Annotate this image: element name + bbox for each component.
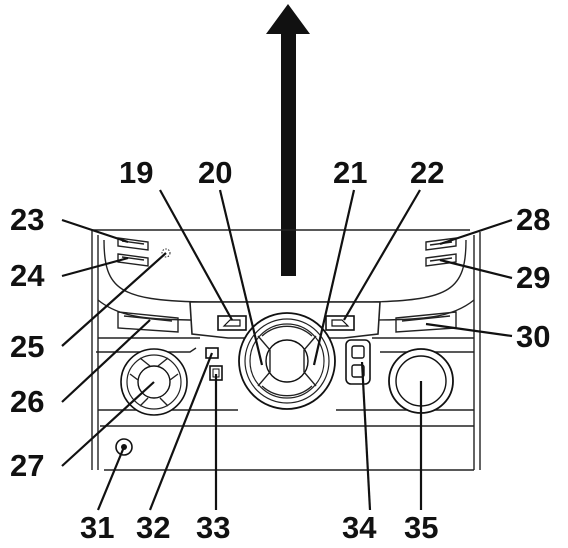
callout-21: 21 [333, 155, 367, 190]
callout-20: 20 [198, 155, 232, 190]
callout-30: 30 [516, 319, 550, 354]
vent-left [117, 311, 179, 333]
center-knob[interactable] [238, 312, 336, 410]
callout-34: 34 [342, 510, 377, 545]
callout-23: 23 [10, 202, 44, 237]
callout-35: 35 [404, 510, 438, 545]
button-22[interactable] [325, 315, 355, 331]
callout-labels: 19 20 21 22 23 24 25 26 27 28 29 30 31 3… [10, 155, 550, 545]
callout-27: 27 [10, 448, 44, 483]
callout-26: 26 [10, 384, 44, 419]
button-pair-right[interactable] [345, 339, 371, 385]
callout-28: 28 [516, 202, 550, 237]
button-small-bottom[interactable] [209, 365, 223, 381]
callout-19: 19 [119, 155, 153, 190]
button-19[interactable] [217, 315, 247, 331]
callout-24: 24 [10, 258, 45, 293]
vent-right [395, 311, 457, 333]
callout-33: 33 [196, 510, 230, 545]
up-arrow-icon [266, 4, 310, 276]
callout-22: 22 [410, 155, 444, 190]
callout-25: 25 [10, 329, 44, 364]
callout-31: 31 [80, 510, 114, 545]
callout-32: 32 [136, 510, 170, 545]
callout-29: 29 [516, 260, 550, 295]
leader-lines [61, 189, 513, 511]
